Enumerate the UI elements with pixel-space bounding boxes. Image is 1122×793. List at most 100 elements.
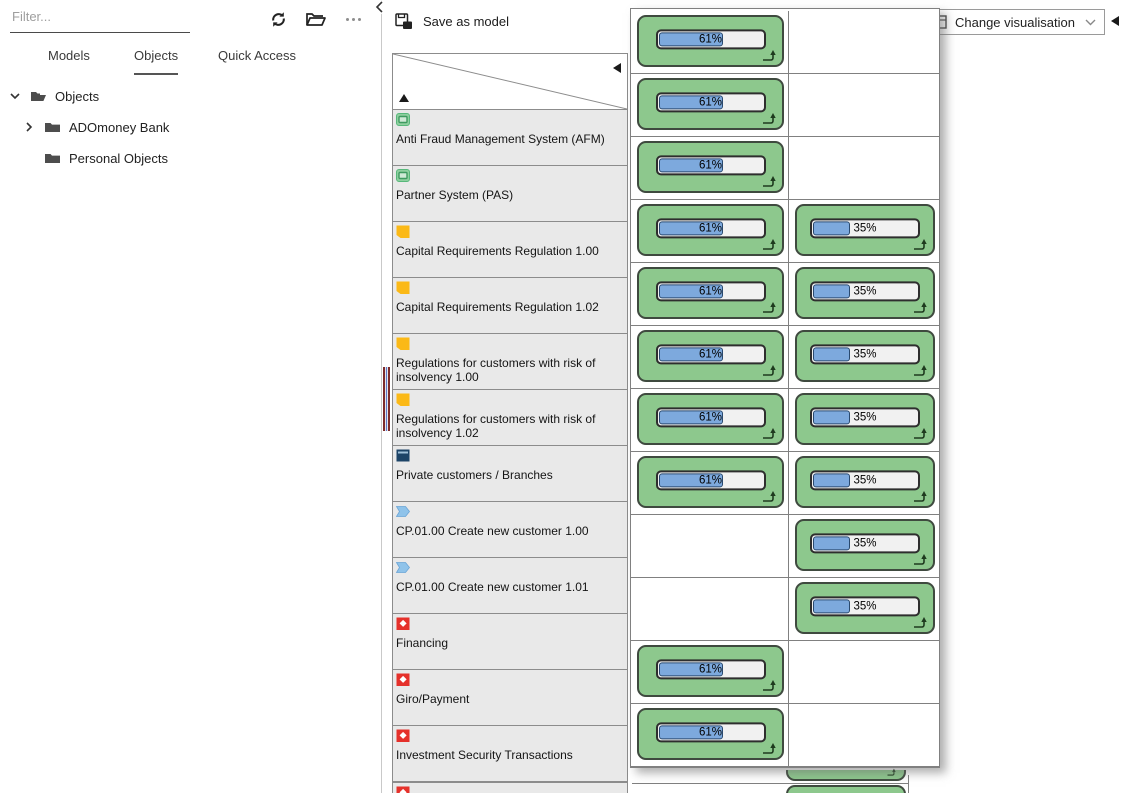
matrix-row-label[interactable]: Private customers / Branches	[392, 446, 628, 502]
matrix-cell[interactable]	[789, 74, 939, 137]
progress-cell[interactable]: 35%	[795, 393, 935, 445]
matrix-cell[interactable]: 61%	[631, 704, 789, 767]
progress-cell[interactable]: 61%	[637, 708, 784, 760]
collapse-left-panel-button[interactable]	[373, 0, 387, 14]
tab-quick-access[interactable]: Quick Access	[218, 48, 297, 63]
matrix-row-label[interactable]: Capital Requirements Regulation 1.02	[392, 278, 628, 334]
drilldown-arrow-icon[interactable]	[913, 490, 929, 504]
drilldown-arrow-icon[interactable]	[762, 742, 778, 756]
matrix-cell[interactable]	[789, 704, 939, 767]
matrix-row-label[interactable]: Investment Security Transactions	[392, 726, 628, 782]
save-as-model-button[interactable]: Save as model	[395, 11, 509, 31]
matrix-row-label[interactable]: Financing	[392, 614, 628, 670]
drilldown-arrow-icon[interactable]	[762, 238, 778, 252]
vertical-scrollbar-thumb[interactable]	[383, 367, 390, 431]
matrix-cell[interactable]: 61%	[631, 200, 789, 263]
filter-input[interactable]	[10, 4, 194, 28]
progress-value: 61%	[698, 33, 723, 46]
matrix-cell[interactable]: 35%	[789, 263, 939, 326]
matrix-cell[interactable]: 35%	[789, 200, 939, 263]
drilldown-arrow-icon[interactable]	[913, 301, 929, 315]
matrix-cell[interactable]: 35%	[789, 452, 939, 515]
matrix-row-label[interactable]: Giro/Payment	[392, 670, 628, 726]
drilldown-arrow-icon[interactable]	[762, 490, 778, 504]
drilldown-arrow-icon[interactable]	[762, 679, 778, 693]
matrix-cell[interactable]	[789, 137, 939, 200]
matrix-cell[interactable]	[789, 641, 939, 704]
tab-models[interactable]: Models	[48, 48, 90, 63]
tree-item-adomoney-bank[interactable]: ADOmoney Bank	[22, 115, 169, 139]
matrix-cell[interactable]: 61%	[631, 452, 789, 515]
matrix-cell[interactable]	[631, 578, 789, 641]
drilldown-arrow-icon[interactable]	[762, 301, 778, 315]
matrix-cell[interactable]: 35%	[789, 578, 939, 641]
tree-item-objects[interactable]: Objects	[8, 84, 99, 108]
drilldown-arrow-icon[interactable]	[762, 49, 778, 63]
progress-cell[interactable]: 61%	[637, 645, 784, 697]
matrix-cell[interactable]: 35%	[789, 515, 939, 578]
progress-fill	[813, 347, 851, 362]
matrix-cell[interactable]: 61%	[631, 11, 789, 74]
drilldown-arrow-icon[interactable]	[913, 616, 929, 630]
matrix-cell[interactable]	[631, 515, 789, 578]
progress-cell[interactable]: 35%	[795, 582, 935, 634]
tab-objects[interactable]: Objects	[134, 48, 179, 75]
progress-value: 35%	[853, 222, 877, 235]
drilldown-arrow-icon[interactable]	[913, 553, 929, 567]
progress-cell[interactable]: 61%	[637, 141, 784, 193]
chevron-down-icon	[1085, 19, 1096, 25]
drilldown-arrow-icon[interactable]	[762, 175, 778, 189]
partial-progress-cell[interactable]	[786, 785, 906, 793]
matrix-cell[interactable]: 61%	[631, 137, 789, 200]
matrix-row-label[interactable]: Regulations for customers with risk of i…	[392, 390, 628, 446]
progress-cell[interactable]: 61%	[637, 204, 784, 256]
progress-cell[interactable]: 35%	[795, 267, 935, 319]
scroll-columns-left-icon[interactable]	[613, 63, 621, 73]
progress-cell[interactable]: 61%	[637, 456, 784, 508]
matrix-corner-header	[392, 53, 628, 110]
progress-cell[interactable]: 35%	[795, 330, 935, 382]
matrix-cell[interactable]: 61%	[631, 326, 789, 389]
progress-cell[interactable]: 35%	[795, 456, 935, 508]
more-options-button[interactable]	[341, 8, 365, 30]
matrix-cell[interactable]: 61%	[631, 74, 789, 137]
matrix-row-label[interactable]: Regulations for customers with risk of i…	[392, 334, 628, 390]
matrix-row-label[interactable]: CP.01.00 Create new customer 1.01	[392, 558, 628, 614]
matrix-row-label[interactable]: CP.01.00 Create new customer 1.00	[392, 502, 628, 558]
progress-cell[interactable]: 61%	[637, 330, 784, 382]
matrix-row-label-text: Capital Requirements Regulation 1.02	[396, 300, 599, 314]
progress-cell[interactable]: 61%	[637, 78, 784, 130]
progress-fill	[813, 599, 851, 614]
collapse-right-panel-button[interactable]	[1111, 16, 1119, 26]
chevron-down-icon[interactable]	[8, 89, 22, 103]
change-visualisation-button[interactable]: Change visualisation	[925, 9, 1105, 35]
matrix-cell[interactable]: 61%	[631, 641, 789, 704]
refresh-button[interactable]	[266, 8, 290, 30]
drilldown-arrow-icon[interactable]	[762, 364, 778, 378]
tree-item-personal-objects[interactable]: Personal Objects	[22, 146, 168, 170]
chevron-right-icon[interactable]	[22, 120, 36, 134]
drilldown-arrow-icon[interactable]	[913, 364, 929, 378]
matrix-row-label[interactable]: Anti Fraud Management System (AFM)	[392, 110, 628, 166]
matrix-row-label-partial[interactable]	[392, 782, 628, 793]
progress-cell[interactable]: 61%	[637, 15, 784, 67]
progress-cell[interactable]: 35%	[795, 204, 935, 256]
drilldown-arrow-icon[interactable]	[913, 238, 929, 252]
matrix-row-label[interactable]: Capital Requirements Regulation 1.00	[392, 222, 628, 278]
scroll-rows-up-icon[interactable]	[399, 94, 409, 102]
matrix-cell[interactable]: 35%	[789, 389, 939, 452]
progress-cell[interactable]: 61%	[637, 267, 784, 319]
drilldown-arrow-icon[interactable]	[762, 112, 778, 126]
drilldown-arrow-icon[interactable]	[913, 427, 929, 441]
open-model-button[interactable]	[304, 8, 328, 30]
progress-cell[interactable]: 61%	[637, 393, 784, 445]
progress-cell[interactable]: 35%	[795, 519, 935, 571]
progress-fill	[658, 473, 724, 488]
matrix-cell[interactable]: 61%	[631, 389, 789, 452]
matrix-cell[interactable]: 61%	[631, 263, 789, 326]
matrix-cell[interactable]: 35%	[789, 326, 939, 389]
matrix-row-label[interactable]: Partner System (PAS)	[392, 166, 628, 222]
matrix-cell[interactable]	[789, 11, 939, 74]
drilldown-arrow-icon[interactable]	[762, 427, 778, 441]
partial-progress-cell[interactable]	[786, 768, 906, 781]
